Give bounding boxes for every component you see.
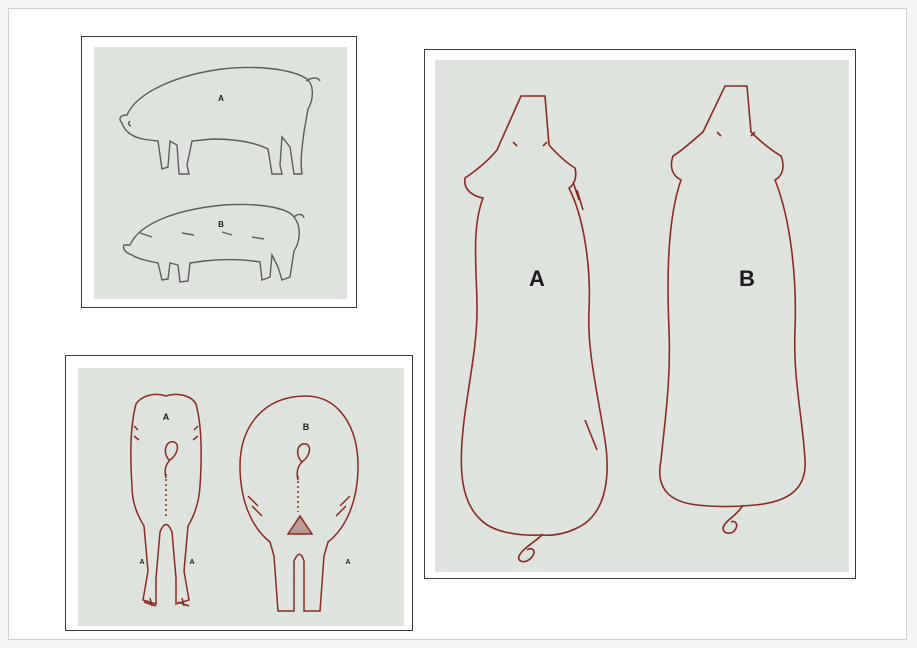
- pig-b-top-label: B: [739, 266, 755, 291]
- pig-a-rear-outline: [131, 394, 201, 606]
- pig-a-top-outline: [461, 96, 607, 562]
- pig-b-top-outline: [660, 86, 805, 533]
- pig-a-side-label: A: [218, 94, 224, 103]
- top-view-panel: A B: [424, 49, 856, 579]
- pig-a-top-label: A: [529, 266, 545, 291]
- top-view-drawing: A B: [425, 50, 856, 579]
- pig-b-hock-mark: A: [345, 559, 350, 566]
- slide: A B A B A A: [8, 8, 907, 640]
- pig-a-side-outline: [120, 67, 320, 174]
- side-view-drawing: A B: [82, 37, 357, 308]
- rear-view-panel: A B A A A: [65, 355, 413, 631]
- pig-b-rear-label: B: [303, 422, 310, 432]
- side-view-panel: A B: [81, 36, 357, 308]
- rear-view-drawing: A B A A A: [66, 356, 413, 631]
- pig-b-side-label: B: [218, 220, 224, 229]
- pig-a-left-hock-mark: A: [139, 559, 144, 566]
- pig-a-right-hock-mark: A: [189, 559, 194, 566]
- pig-a-rear-label: A: [163, 412, 170, 422]
- pig-b-rear-outline: [240, 396, 358, 611]
- pig-b-side-outline: [123, 205, 304, 283]
